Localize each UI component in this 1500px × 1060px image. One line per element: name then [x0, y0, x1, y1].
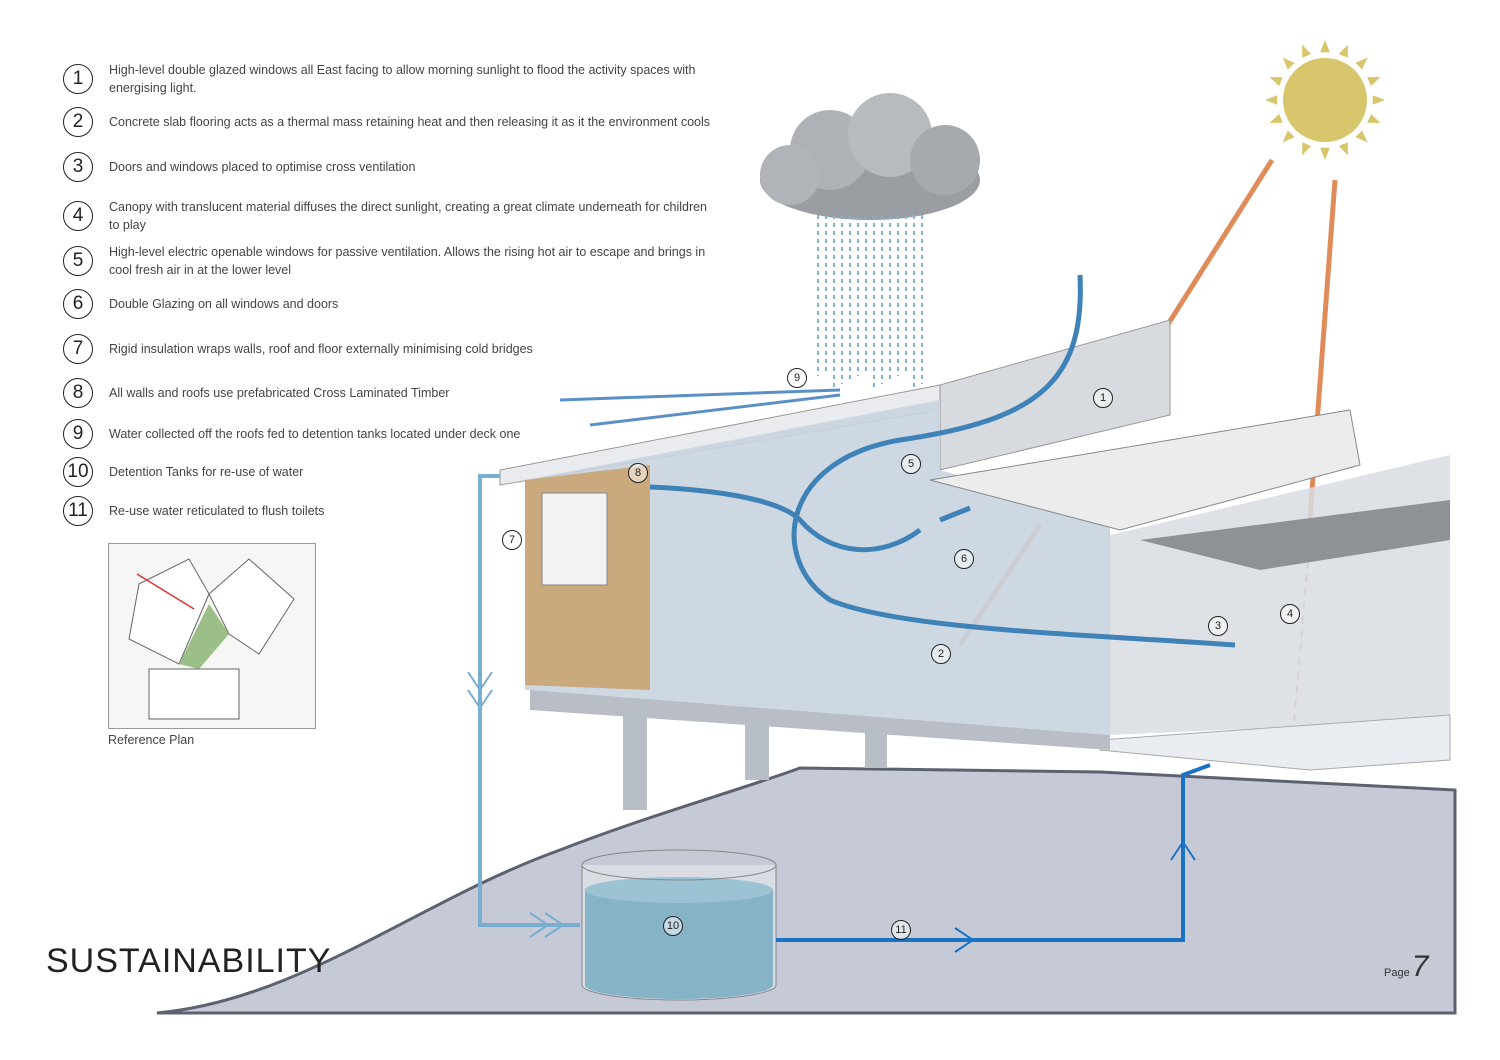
- legend-text: Canopy with translucent material diffuse…: [109, 200, 708, 232]
- cloud-icon: [760, 93, 980, 220]
- rain: [817, 215, 923, 388]
- legend-number: 9: [63, 419, 93, 449]
- legend-number: 6: [63, 289, 93, 319]
- legend-text: Concrete slab flooring acts as a thermal…: [109, 115, 711, 129]
- rainwater-pipe: [478, 474, 580, 927]
- legend-number: 5: [63, 246, 93, 276]
- legend-item: 3 Doors and windows placed to optimise cr…: [63, 152, 719, 182]
- legend-number: 4: [63, 201, 93, 231]
- diagram-marker-1: 1: [1093, 388, 1113, 408]
- legend-item: 10 Detention Tanks for re-use of water: [63, 457, 719, 487]
- building: [499, 319, 1451, 810]
- legend-text: High-level electric openable windows for…: [109, 245, 706, 277]
- legend-number: 1: [63, 64, 93, 94]
- ground: [156, 766, 1457, 1015]
- reference-plan-label: Reference Plan: [108, 733, 195, 747]
- legend-number: 11: [63, 496, 93, 526]
- diagram-marker-5: 5: [901, 454, 921, 474]
- page-number: Page7: [1384, 950, 1428, 984]
- legend-text: Double Glazing on all windows and doors: [109, 297, 339, 311]
- diagram-marker-8: 8: [628, 463, 648, 483]
- sun-icon: [1265, 40, 1385, 160]
- legend-number: 3: [63, 152, 93, 182]
- legend-item: 2 Concrete slab flooring acts as a therma…: [63, 107, 719, 137]
- reuse-pipe: [776, 763, 1211, 942]
- legend-item: 5 High-level electric openable windows fo…: [63, 243, 719, 279]
- legend-item: 4 Canopy with translucent material diffus…: [63, 198, 719, 234]
- legend-item: 11 Re-use water reticulated to flush toil…: [63, 496, 719, 526]
- diagram-marker-6: 6: [954, 549, 974, 569]
- legend-text: Re-use water reticulated to flush toilet…: [109, 504, 325, 518]
- legend-text: High-level double glazed windows all Eas…: [109, 63, 696, 95]
- legend-text: All walls and roofs use prefabricated Cr…: [109, 386, 450, 400]
- legend-text: Water collected off the roofs fed to det…: [109, 427, 521, 441]
- diagram-marker-7: 7: [502, 530, 522, 550]
- diagram-marker-10: 10: [663, 916, 683, 936]
- diagram-marker-11: 11: [891, 920, 911, 940]
- legend-text: Detention Tanks for re-use of water: [109, 465, 304, 479]
- reference-plan-image: [108, 543, 316, 729]
- diagram-marker-4: 4: [1280, 604, 1300, 624]
- legend-text: Doors and windows placed to optimise cro…: [109, 160, 416, 174]
- page-label: Page: [1384, 967, 1410, 979]
- legend-item: 7 Rigid insulation wraps walls, roof and …: [63, 334, 719, 364]
- legend-item: 8 All walls and roofs use prefabricated C…: [63, 378, 719, 408]
- page-title: SUSTAINABILITY: [46, 942, 332, 980]
- diagram-marker-2: 2: [931, 644, 951, 664]
- page-num: 7: [1411, 950, 1429, 983]
- diagram-marker-3: 3: [1208, 616, 1228, 636]
- airflow-arrow: [649, 484, 922, 553]
- legend-number: 8: [63, 378, 93, 408]
- legend-text: Rigid insulation wraps walls, roof and f…: [109, 342, 533, 356]
- diagram-marker-9: 9: [787, 368, 807, 388]
- legend-number: 2: [63, 107, 93, 137]
- legend-item: 6 Double Glazing on all windows and doors: [63, 289, 719, 319]
- legend-number: 10: [63, 457, 93, 487]
- legend-number: 7: [63, 334, 93, 364]
- legend-item: 1 High-level double glazed windows all Ea…: [63, 61, 719, 97]
- legend-item: 9 Water collected off the roofs fed to de…: [63, 419, 719, 449]
- airflow-arrow: [791, 274, 1236, 648]
